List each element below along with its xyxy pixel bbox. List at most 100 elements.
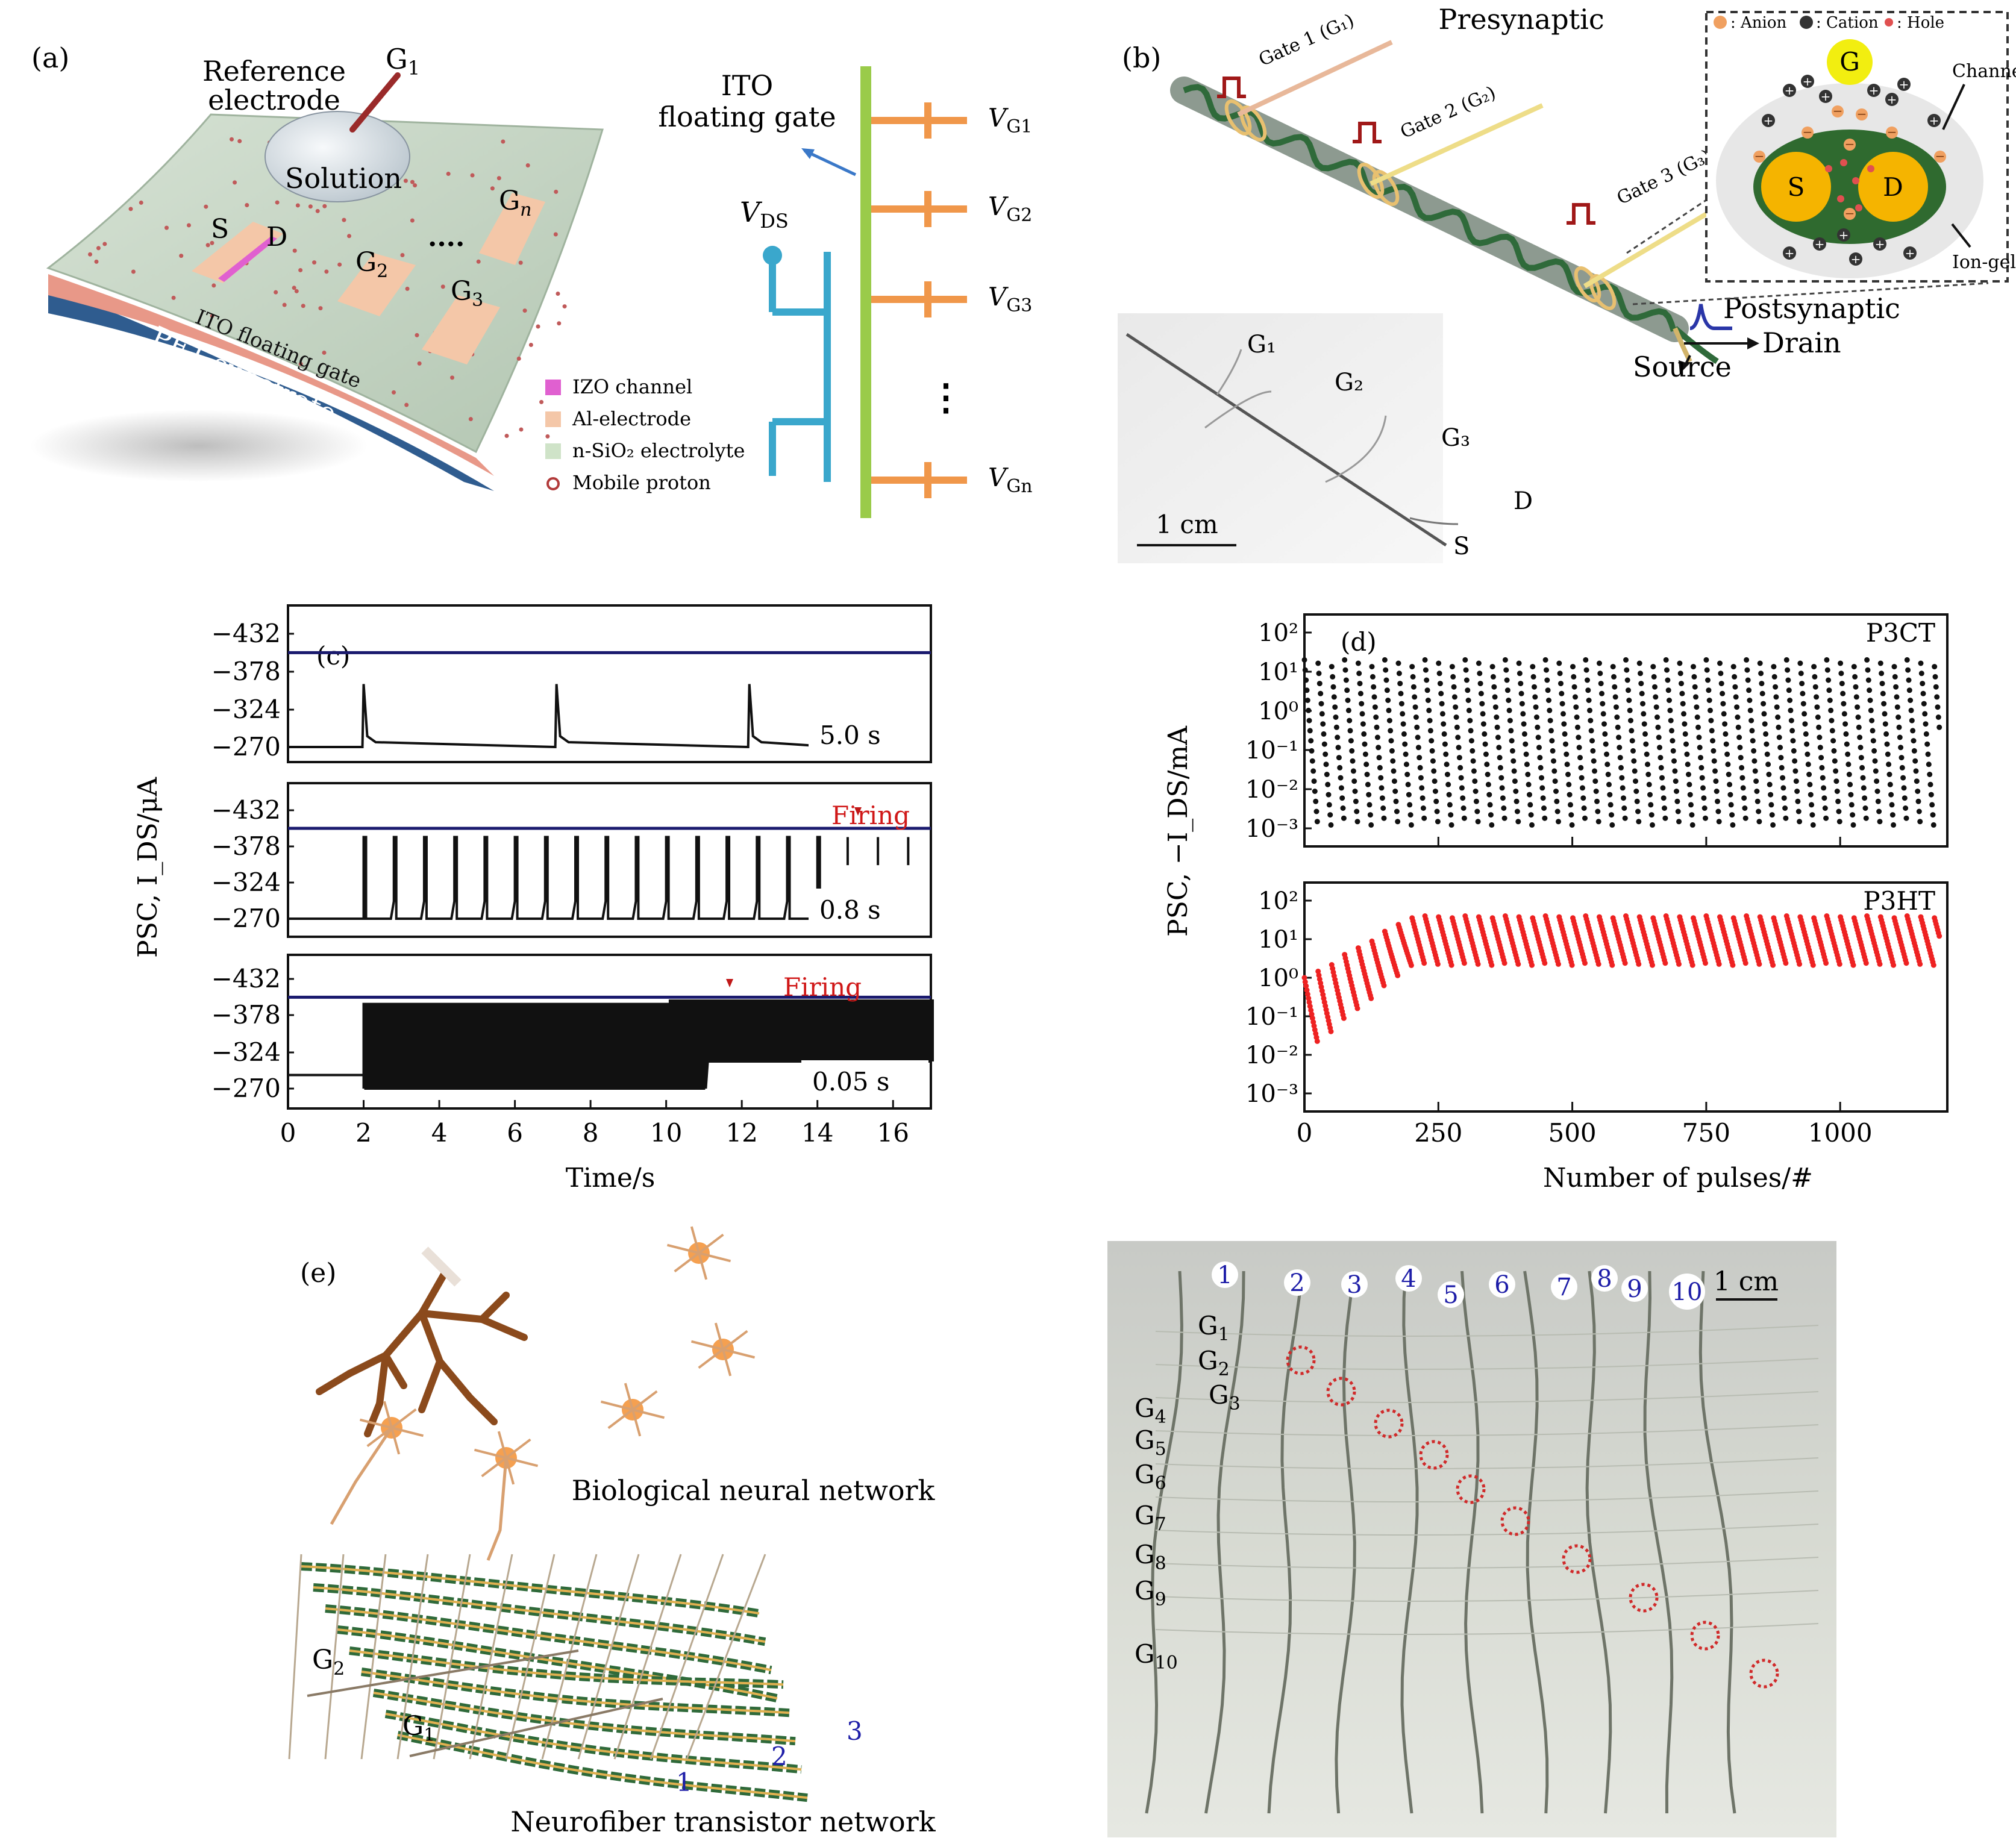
- gate-wire: [686, 1554, 766, 1760]
- y-tick-label: 10⁻²: [1245, 776, 1298, 804]
- panel-a-label: (a): [31, 42, 69, 74]
- data-point: [1496, 745, 1502, 751]
- data-point: [1641, 721, 1647, 727]
- data-point: [1323, 761, 1329, 767]
- data-point: [1737, 745, 1743, 751]
- junction-circle: [1562, 1544, 1592, 1574]
- data-point: [1446, 792, 1452, 798]
- neurofiber-network-caption: Neurofiber transistor network: [510, 1805, 936, 1838]
- data-point: [1808, 792, 1814, 798]
- data-point: [1921, 701, 1927, 707]
- data-point: [1301, 975, 1307, 981]
- data-point: [1368, 995, 1374, 1001]
- data-point: [1706, 687, 1712, 693]
- data-point: [1803, 731, 1809, 737]
- data-point: [1559, 701, 1565, 707]
- gate-n-label: Gn: [499, 186, 531, 220]
- fiber-number-bubble: [1284, 1269, 1310, 1296]
- proton-dot: [211, 283, 216, 288]
- data-point: [1732, 684, 1738, 690]
- psc-trace: [288, 999, 934, 1090]
- data-point: [1450, 674, 1456, 680]
- data-point: [1677, 660, 1683, 666]
- gate-label: G3: [1209, 1380, 1241, 1414]
- junction-circle: [1326, 1377, 1356, 1407]
- gate-3-electrode: [422, 295, 500, 364]
- y-tick-label: −324: [211, 867, 281, 897]
- data-point: [1320, 721, 1326, 727]
- cation-sign: +: [1764, 113, 1774, 128]
- data-point: [1523, 741, 1529, 747]
- gate-wire: [613, 1554, 682, 1760]
- data-point: [1562, 731, 1568, 737]
- proton-dot: [519, 427, 524, 432]
- data-point: [1698, 755, 1703, 761]
- data-point: [1509, 748, 1515, 754]
- data-point: [1540, 795, 1546, 801]
- data-point: [1405, 781, 1411, 787]
- data-point: [1747, 707, 1753, 713]
- gate-wire: [324, 1554, 345, 1760]
- data-point: [1786, 687, 1792, 693]
- data-point: [1863, 960, 1869, 966]
- probe-tip: [421, 1246, 462, 1287]
- data-point: [1704, 667, 1710, 673]
- data-point: [1311, 778, 1317, 784]
- data-point: [1393, 798, 1399, 804]
- data-point: [1855, 704, 1861, 710]
- data-point: [1564, 761, 1570, 767]
- y-tick-label: −324: [211, 695, 281, 724]
- data-point: [1930, 962, 1936, 968]
- data-point: [1736, 734, 1742, 740]
- y-tick-label: 10⁻²: [1245, 1042, 1298, 1069]
- data-point: [1406, 792, 1412, 798]
- data-point: [1834, 789, 1840, 794]
- data-point: [1598, 681, 1604, 687]
- x-tick-label: 250: [1414, 1118, 1462, 1148]
- data-point: [1817, 734, 1823, 740]
- data-point: [1923, 721, 1929, 727]
- proton-dot: [470, 173, 475, 178]
- photo-scale-label: 1 cm: [1156, 510, 1218, 539]
- data-point: [1877, 660, 1883, 666]
- anion-marker: [1934, 151, 1946, 163]
- gate-wire: [469, 1554, 513, 1760]
- data-point: [1570, 664, 1576, 670]
- data-point: [1316, 681, 1323, 687]
- data-point: [1821, 795, 1827, 801]
- data-point: [1681, 711, 1686, 717]
- data-point: [1672, 768, 1678, 774]
- data-point: [1517, 670, 1523, 677]
- data-point: [1370, 674, 1376, 680]
- data-point: [1770, 822, 1776, 828]
- data-point: [1503, 667, 1509, 673]
- fiber-number: 6: [1494, 1271, 1509, 1299]
- hole-marker: [1837, 195, 1844, 202]
- x-tick-label: 500: [1548, 1118, 1596, 1148]
- photo-main-fiber: [1125, 333, 1447, 547]
- reference-electrode-label-2: electrode: [208, 84, 340, 116]
- data-point: [1374, 734, 1380, 740]
- data-point: [1372, 704, 1378, 710]
- data-point: [1852, 674, 1858, 680]
- data-point: [1571, 674, 1577, 680]
- data-point: [1911, 748, 1917, 754]
- proton-dot: [501, 139, 506, 144]
- proton-dot: [446, 172, 451, 177]
- cation-sign: +: [1785, 246, 1795, 260]
- data-point: [1359, 701, 1365, 707]
- data-point: [1467, 717, 1473, 724]
- data-point: [1374, 724, 1380, 730]
- neurofiber-winding: [397, 1734, 808, 1799]
- data-point: [1694, 714, 1700, 720]
- data-point: [1750, 738, 1756, 744]
- data-point: [1836, 819, 1842, 825]
- data-point: [1430, 758, 1436, 764]
- anion-legend-label: : Anion: [1730, 14, 1787, 32]
- dendrite-branch: [466, 1394, 498, 1425]
- y-tick-label: 10¹: [1258, 926, 1298, 954]
- x-tick-label: 10: [650, 1118, 682, 1148]
- fiber-number-1: 1: [676, 1768, 692, 1797]
- data-point: [1754, 789, 1760, 794]
